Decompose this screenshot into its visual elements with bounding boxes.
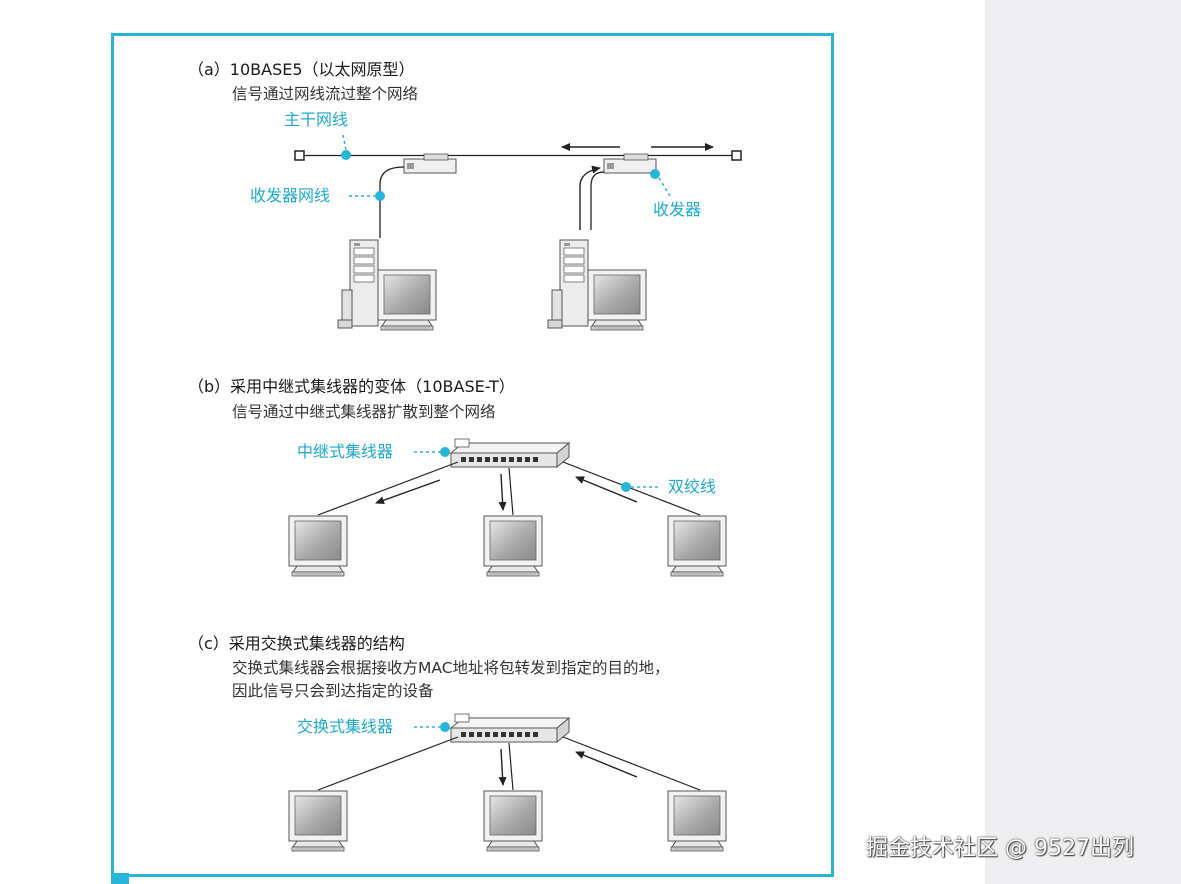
terminator-left — [294, 150, 305, 161]
signal-arrow-b-left — [375, 479, 441, 505]
server-tower-2 — [547, 239, 589, 329]
section-a-diagram — [294, 134, 742, 331]
signal-arrow-b-in — [575, 476, 638, 503]
signal-arrow-b-down — [498, 473, 507, 511]
section-b-desc: 信号通过中继式集线器扩散到整个网络 — [232, 403, 496, 421]
transceiver-left — [403, 153, 457, 174]
label-trunk-cable: 主干网线 — [284, 110, 349, 129]
label-repeater-hub: 中继式集线器 — [297, 442, 394, 461]
label-switching-hub: 交换式集线器 — [297, 717, 394, 736]
label-transceiver: 收发器 — [653, 200, 702, 219]
transceiver-marker — [650, 169, 660, 179]
label-twisted-pair: 双绞线 — [668, 477, 717, 496]
switch-marker — [440, 722, 450, 732]
section-c-diagram — [288, 713, 727, 852]
label-transceiver-cable: 收发器网线 — [250, 186, 331, 205]
monitor-1 — [377, 269, 437, 331]
section-c-desc-line2: 因此信号只会到达指定的设备 — [232, 682, 434, 700]
twisted-pair-marker — [621, 482, 631, 492]
watermark: 掘金技术社区 @ 9527出列 — [866, 836, 1134, 861]
monitor-b2 — [483, 515, 543, 577]
repeater-hub — [450, 438, 570, 468]
server-tower-1 — [337, 239, 379, 329]
hub-marker — [440, 447, 450, 457]
monitor-c2 — [483, 790, 543, 852]
section-a-title: （a）10BASE5（以太网原型） — [188, 60, 415, 79]
transceiver-right — [603, 153, 657, 174]
monitor-2 — [587, 269, 647, 331]
side-panel — [985, 0, 1181, 884]
section-a-desc: 信号通过网线流过整个网络 — [232, 85, 419, 103]
monitor-c1 — [288, 790, 348, 852]
monitor-b3 — [667, 515, 727, 577]
section-b-diagram — [288, 438, 727, 577]
terminator-right — [731, 150, 742, 161]
signal-arrow-c-down — [498, 748, 507, 786]
monitor-b1 — [288, 515, 348, 577]
section-b-title: （b）采用中继式集线器的变体（10BASE-T） — [188, 377, 515, 396]
signal-arrow-c-in — [575, 751, 638, 778]
section-c-desc-line1: 交换式集线器会根据接收方MAC地址将包转发到指定的目的地， — [232, 659, 670, 677]
switching-hub — [450, 713, 570, 743]
transceiver-cable-marker — [375, 191, 385, 201]
section-c-title: （c）采用交换式集线器的结构 — [188, 634, 405, 653]
transceiver-cable-left — [379, 166, 405, 238]
monitor-c3 — [667, 790, 727, 852]
frame-corner-marker — [111, 873, 129, 884]
trunk-marker — [341, 150, 351, 160]
figure-frame — [111, 33, 834, 877]
signal-arrow-up — [579, 165, 601, 230]
transceiver-cable-right — [590, 171, 605, 230]
